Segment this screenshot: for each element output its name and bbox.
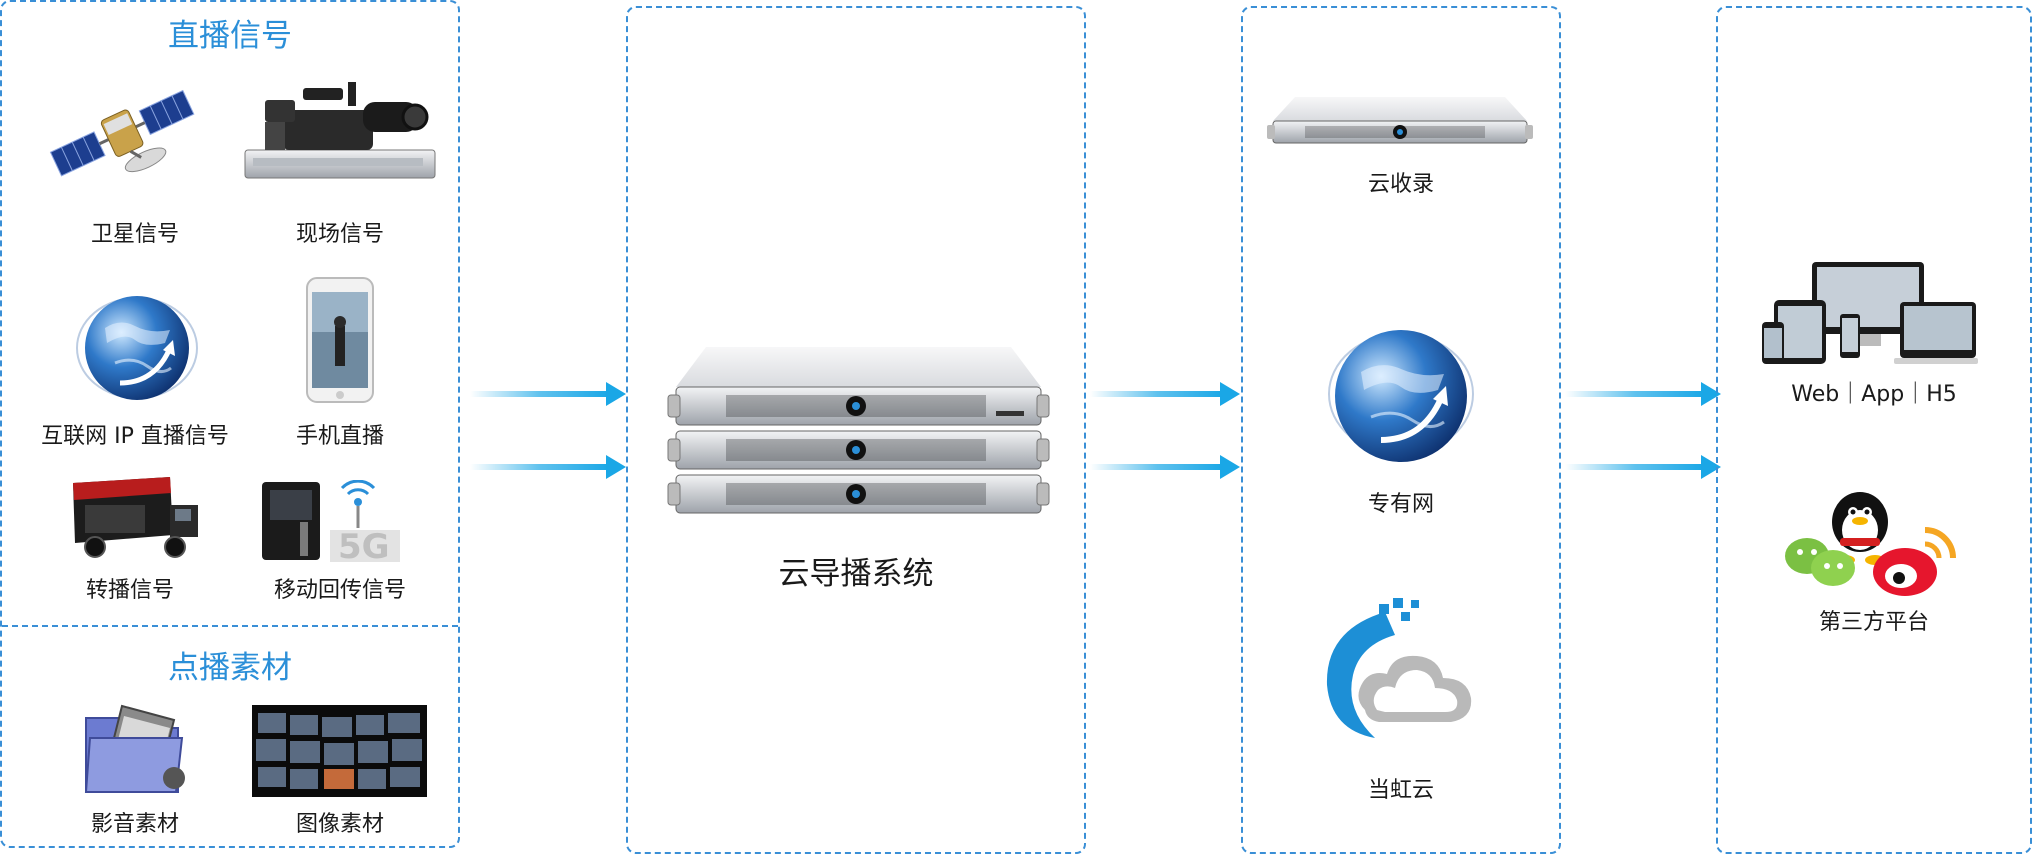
live-item-label-internet-ip: 互联网 IP 直播信号 bbox=[41, 424, 229, 449]
output-item-label-web-app-h5: Web｜App｜H5 bbox=[1791, 382, 1957, 407]
broadcast-truck-icon bbox=[73, 477, 198, 558]
output-panel bbox=[1716, 6, 2032, 854]
rack-server-icon bbox=[1267, 97, 1533, 144]
arrow-core-to-dist-2 bbox=[1090, 455, 1240, 479]
mobile-backpack-5g-icon: 5G bbox=[262, 480, 400, 565]
vod-item-label-image: 图像素材 bbox=[295, 812, 384, 837]
arrow-dist-to-output-1 bbox=[1565, 382, 1721, 406]
globe-icon bbox=[76, 296, 198, 400]
multi-device-icon bbox=[1762, 262, 1978, 364]
live-item-label-relay: 转播信号 bbox=[85, 578, 174, 603]
output-item-label-third-party: 第三方平台 bbox=[1818, 610, 1929, 635]
social-platforms-icon bbox=[1785, 492, 1956, 596]
dist-item-label-private-net: 专有网 bbox=[1367, 492, 1434, 517]
arrow-core-to-dist-1 bbox=[1090, 382, 1240, 406]
satellite-icon bbox=[49, 89, 195, 177]
arrow-dist-to-output-2 bbox=[1565, 455, 1721, 479]
smartphone-icon bbox=[306, 277, 374, 403]
server-stack-icon bbox=[667, 347, 1050, 514]
dist-item-label-recording: 云收录 bbox=[1367, 172, 1434, 197]
live-section-title: 直播信号 bbox=[168, 18, 292, 54]
core-label: 云导播系统 bbox=[778, 556, 934, 592]
live-item-label-satellite: 卫星信号 bbox=[90, 222, 179, 247]
arrow-source-to-core-1 bbox=[470, 382, 626, 406]
source-panel bbox=[0, 0, 460, 848]
video-camera-icon bbox=[244, 82, 436, 179]
arrow-source-to-core-2 bbox=[470, 455, 626, 479]
distribution-panel bbox=[1241, 6, 1561, 854]
live-item-label-onsite: 现场信号 bbox=[295, 222, 384, 247]
live-item-label-mobile: 手机直播 bbox=[295, 424, 384, 449]
cloud-logo-icon bbox=[1326, 598, 1472, 738]
svg-text:5G: 5G bbox=[338, 527, 390, 565]
vod-item-label-av: 影音素材 bbox=[90, 812, 179, 837]
film-folder-icon bbox=[84, 704, 185, 793]
dist-item-label-arcvideo-cloud: 当虹云 bbox=[1367, 778, 1434, 803]
globe-icon bbox=[1328, 330, 1474, 462]
image-wall-icon bbox=[252, 705, 427, 797]
core-panel bbox=[626, 6, 1086, 854]
live-item-label-mobile-backhaul: 移动回传信号 bbox=[273, 578, 406, 603]
vod-section-title: 点播素材 bbox=[168, 650, 292, 686]
source-panel-divider bbox=[2, 625, 458, 627]
